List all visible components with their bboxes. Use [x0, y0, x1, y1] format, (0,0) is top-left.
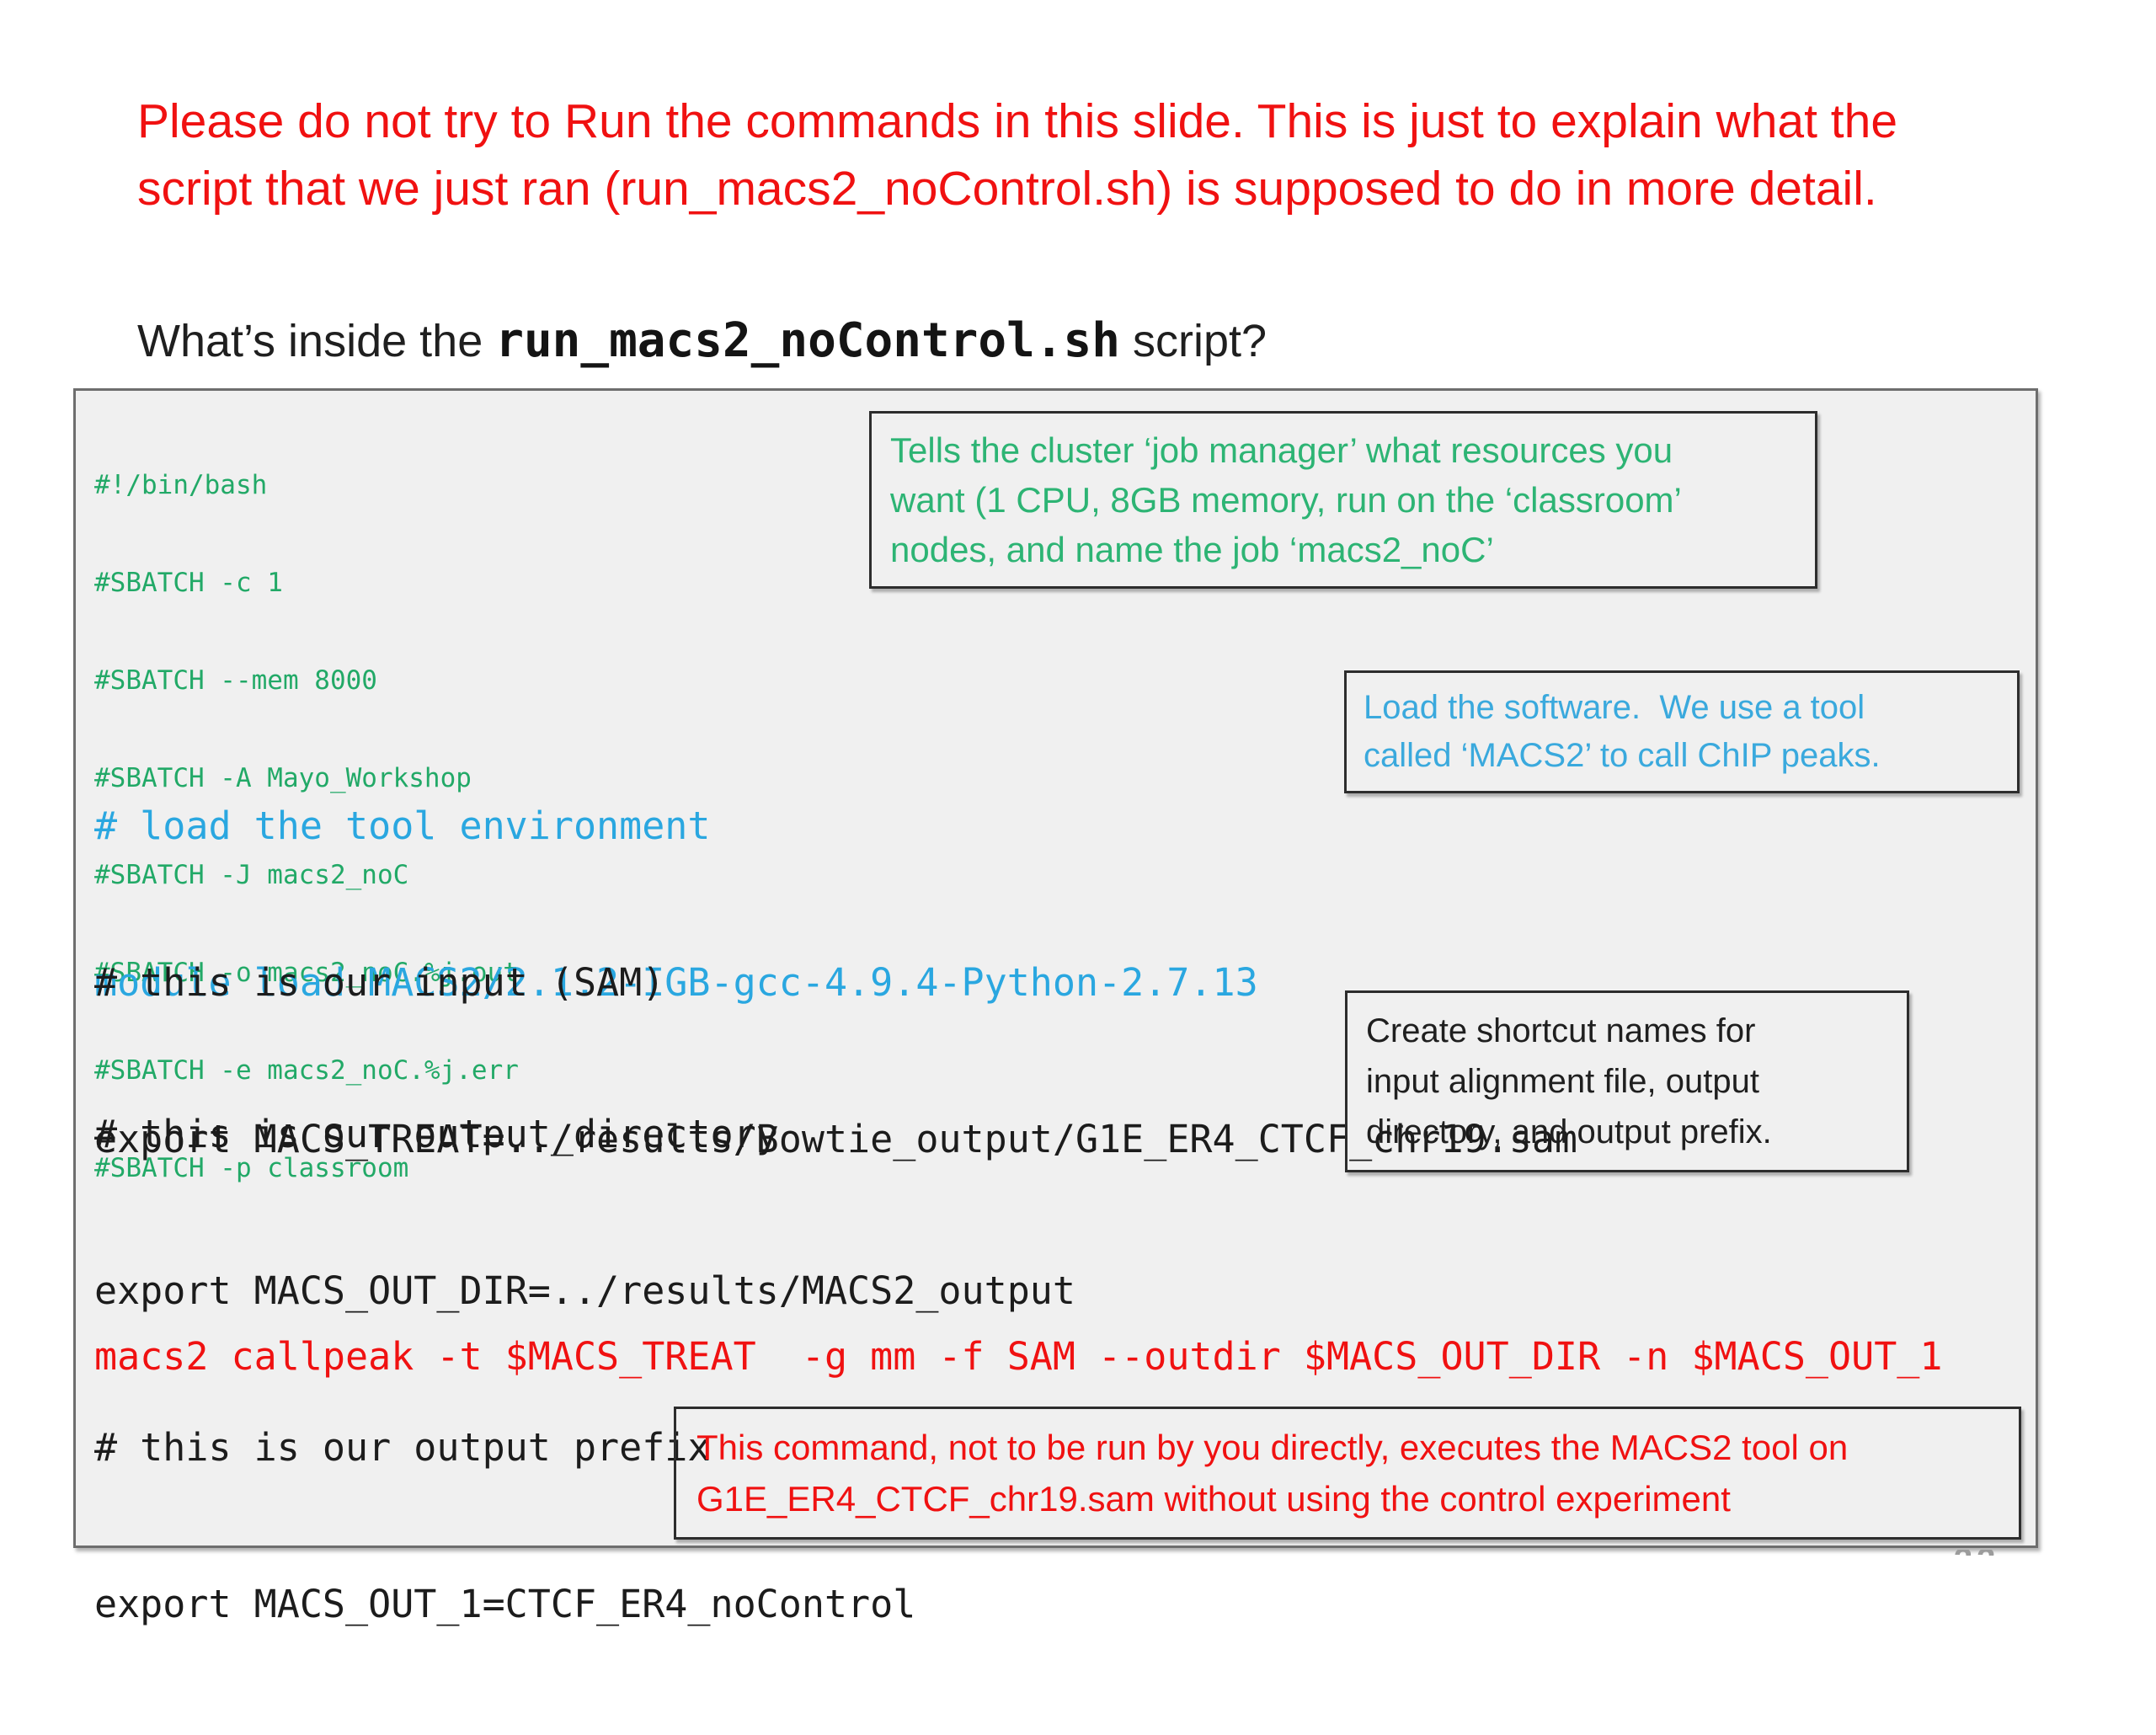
code-line-outdir-comment: # this is our output_directory	[94, 1112, 779, 1156]
page-number-value: 33	[1954, 1550, 2004, 1556]
note-software: Load the software. We use a tool called …	[1344, 670, 2020, 793]
note-shortcuts-line: input alignment file, output	[1366, 1063, 1759, 1100]
code-line-module-load: module load MACS2/2.1.2-IGB-gcc-4.9.4-Py…	[94, 960, 1258, 1005]
code-line-sbatch: #SBATCH -c 1	[94, 567, 283, 598]
code-line-shebang: #!/bin/bash	[94, 470, 268, 501]
code-line-sbatch: #SBATCH -e macs2_noC.%j.err	[94, 1054, 519, 1086]
code-line-prefix-comment: # this is our output prefix	[94, 1425, 711, 1470]
code-line-export-treat: export MACS_TREAT=../results/Bowtie_outp…	[94, 1117, 1577, 1161]
script-content-box: #!/bin/bash #SBATCH -c 1 #SBATCH --mem 8…	[73, 388, 2038, 1626]
question-heading: What’s inside the run_macs2_noControl.sh…	[137, 312, 1267, 371]
note-shortcuts-line: directory, and output prefix.	[1366, 1113, 1772, 1150]
module-load-code-block: # load the tool environment module load …	[94, 696, 1258, 1113]
code-line-sbatch: #SBATCH -J macs2_noC	[94, 860, 409, 891]
note-command: This command, not to be run by you direc…	[674, 1407, 2021, 1540]
note-shortcuts-line: Create shortcut names for	[1366, 1012, 1756, 1049]
warning-line: Please do not try to Run the commands in…	[137, 94, 1898, 148]
slide: Please do not try to Run the commands in…	[73, 88, 2057, 1626]
code-line-sbatch: #SBATCH --mem 8000	[94, 665, 377, 696]
question-prefix: What’s inside the	[137, 316, 496, 366]
note-resources-line: nodes, and name the job ‘macs2_noC’	[890, 530, 1494, 569]
page-number: 33	[1954, 1550, 2004, 1556]
note-software-line: Load the software. We use a tool	[1364, 689, 1865, 726]
question-suffix: script?	[1119, 316, 1267, 366]
note-command-line: G1E_ER4_CTCF_chr19.sam without using the…	[696, 1479, 1731, 1519]
code-line-sbatch: #SBATCH -A Mayo_Workshop	[94, 762, 472, 793]
warning-line: script that we just ran (run_macs2_noCon…	[137, 162, 1877, 216]
input-code-block: # this is our input (SAM) export MACS_TR…	[94, 852, 1577, 1270]
code-line-input-comment: # this is our input (SAM)	[94, 960, 665, 1005]
code-line-sbatch: #SBATCH -o macs2_noC.%j.out	[94, 958, 519, 989]
note-resources-line: want (1 CPU, 8GB memory, run on the ‘cla…	[890, 480, 1682, 520]
code-line-export-outdir: export MACS_OUT_DIR=../results/MACS2_out…	[94, 1268, 1075, 1313]
note-resources: Tells the cluster ‘job manager’ what res…	[869, 411, 1817, 589]
code-line-sbatch: #SBATCH -p classroom	[94, 1152, 409, 1183]
question-script-filename: run_macs2_noControl.sh	[495, 313, 1120, 368]
note-command-line: This command, not to be run by you direc…	[696, 1428, 1849, 1467]
macs2-command-line: macs2 callpeak -t $MACS_TREAT -g mm -f S…	[94, 1334, 1943, 1379]
note-software-line: called ‘MACS2’ to call ChIP peaks.	[1364, 737, 1881, 774]
note-shortcuts: Create shortcut names for input alignmen…	[1345, 990, 1909, 1172]
code-line-export-prefix: export MACS_OUT_1=CTCF_ER4_noControl	[94, 1582, 916, 1626]
output-code-block: # this is our output_directory export MA…	[94, 1004, 1075, 1735]
warning-text: Please do not try to Run the commands in…	[137, 88, 2057, 222]
code-line-env-comment: # load the tool environment	[94, 803, 711, 848]
note-resources-line: Tells the cluster ‘job manager’ what res…	[890, 430, 1673, 470]
sbatch-code-block: #!/bin/bash #SBATCH -c 1 #SBATCH --mem 8…	[94, 404, 519, 1249]
